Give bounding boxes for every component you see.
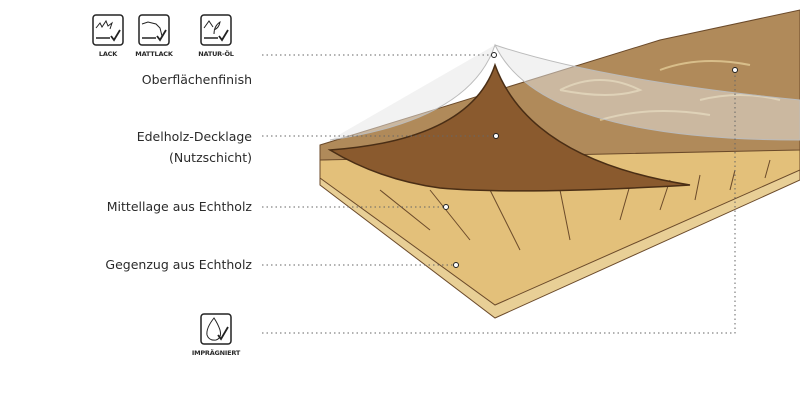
impraegniert-icon — [200, 313, 232, 345]
lack-icon — [92, 14, 124, 46]
leader-dots — [443, 52, 738, 268]
mattlack-icon — [138, 14, 170, 46]
label-surface-finish: Oberflächenfinish — [141, 72, 252, 87]
label-top-layer: Edelholz-Decklage — [136, 129, 252, 144]
label-top-layer-sub: (Nutzschicht) — [169, 150, 252, 165]
label-middle-layer: Mittellage aus Echtholz — [106, 199, 252, 214]
lack-label: LACK — [98, 50, 118, 58]
label-back-layer: Gegenzug aus Echtholz — [105, 257, 252, 272]
finish-film — [329, 43, 800, 141]
peeled-top-layer — [327, 62, 691, 192]
natur-oel-label: NATUR-ÖL — [198, 50, 234, 58]
leader-lines — [262, 54, 736, 334]
natur-oel-icon — [200, 14, 232, 46]
middle-layer-strips — [379, 159, 771, 251]
mattlack-label: MATTLACK — [135, 50, 173, 58]
impraegniert-label: IMPRÄGNIERT — [191, 349, 241, 357]
